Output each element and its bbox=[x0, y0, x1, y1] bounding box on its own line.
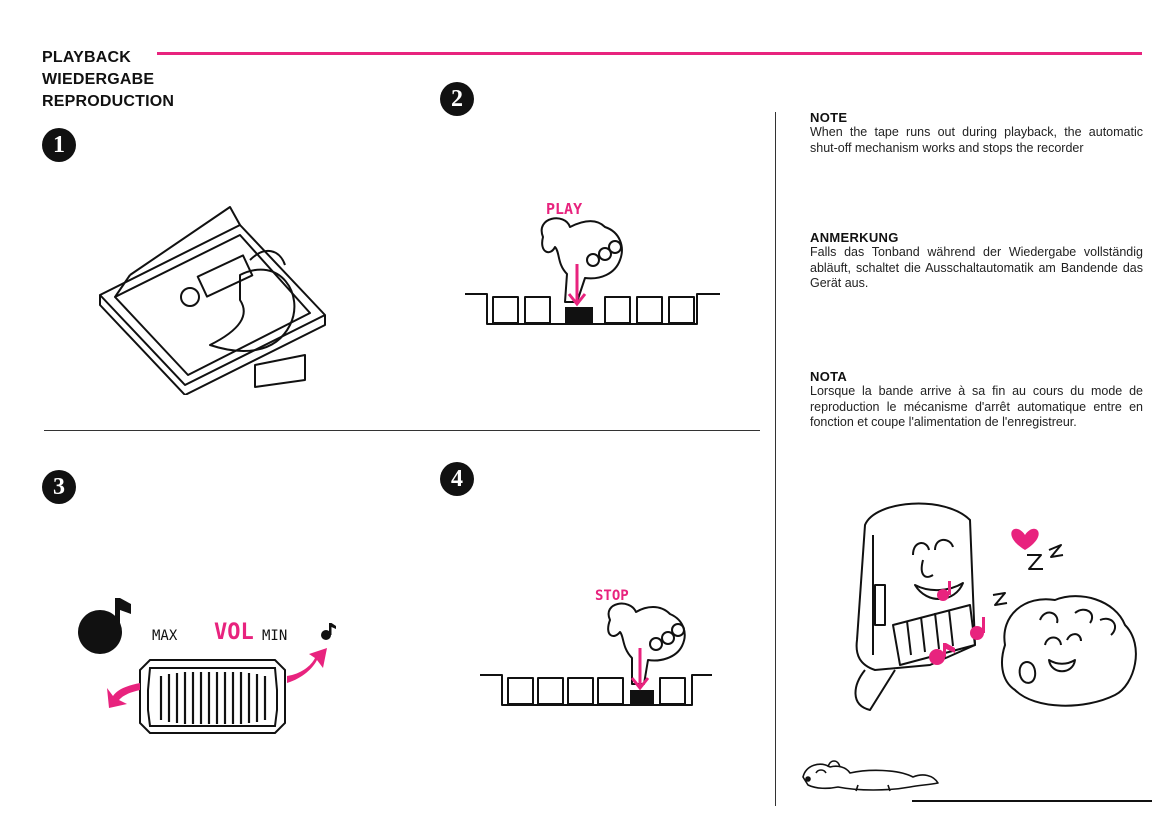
note-heading: ANMERKUNG bbox=[810, 230, 899, 245]
step-number-2: 2 bbox=[440, 82, 474, 116]
stop-key-illustration bbox=[480, 602, 712, 706]
play-label: PLAY bbox=[546, 200, 583, 218]
cassette-door-illustration bbox=[99, 206, 326, 395]
header-accent-rule bbox=[157, 52, 1142, 55]
note-text: Falls das Tonband während der Wiedergabe… bbox=[810, 245, 1143, 290]
note-block-de: ANMERKUNG Falls das Tonband während der … bbox=[810, 230, 1143, 292]
sleeping-recorder-cartoon bbox=[854, 502, 1137, 711]
volume-wheel-illustration bbox=[107, 648, 327, 734]
section-title-en: PLAYBACK bbox=[42, 49, 132, 66]
volume-max-label: MAX bbox=[152, 628, 178, 644]
note-block-fr: NOTA Lorsque la bande arrive à sa fin au… bbox=[810, 369, 1143, 431]
note-block-en: NOTE When the tape runs out during playb… bbox=[810, 110, 1143, 156]
note-text: When the tape runs out during playback, … bbox=[810, 125, 1143, 155]
sleeping-dog-doodle bbox=[802, 760, 939, 792]
volume-min-label: MIN bbox=[262, 628, 288, 644]
stop-label: STOP bbox=[595, 588, 629, 604]
step-number-4: 4 bbox=[440, 462, 474, 496]
section-title-fr: REPRODUCTION bbox=[42, 93, 175, 110]
section-title-de: WIEDERGABE bbox=[42, 71, 155, 88]
note-heading: NOTE bbox=[810, 110, 848, 125]
note-heading: NOTA bbox=[810, 369, 848, 384]
note-text: Lorsque la bande arrive à sa fin au cour… bbox=[810, 384, 1143, 429]
step-number-1: 1 bbox=[42, 128, 76, 162]
steps-horizontal-divider bbox=[44, 430, 760, 431]
notes-vertical-divider bbox=[775, 112, 776, 806]
step-number-3: 3 bbox=[42, 470, 76, 504]
footer-rule bbox=[912, 800, 1152, 802]
small-note-icon bbox=[321, 623, 336, 640]
play-key-illustration bbox=[465, 217, 720, 325]
volume-label: VOL bbox=[214, 620, 254, 645]
large-note-icon bbox=[78, 598, 131, 654]
